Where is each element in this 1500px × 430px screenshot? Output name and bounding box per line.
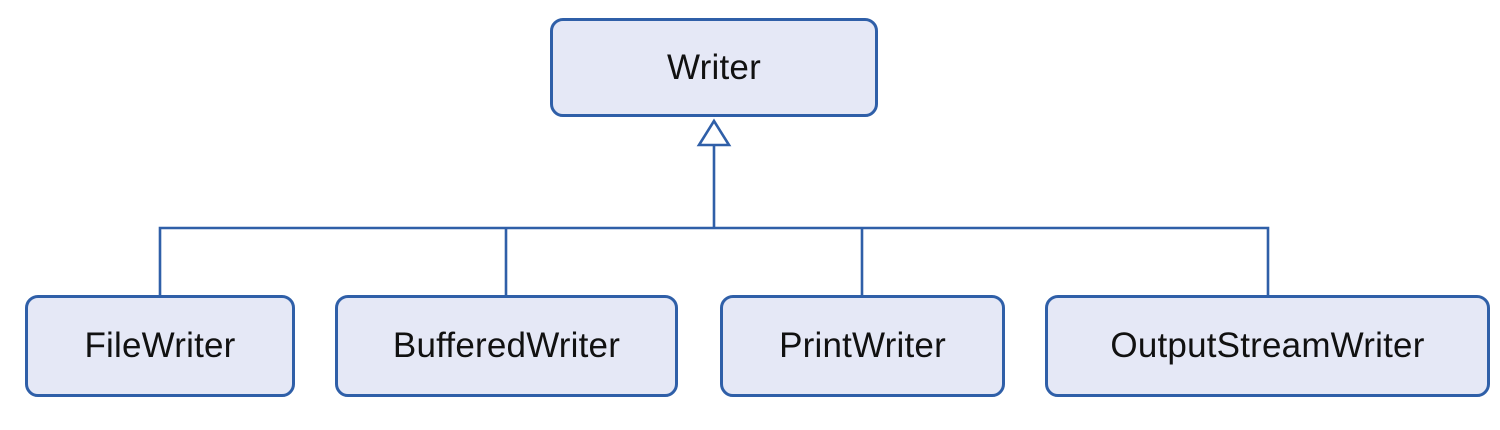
node-writer-label: Writer [667, 47, 761, 87]
connector-rail [158, 226, 1270, 295]
node-bufferedwriter-label: BufferedWriter [392, 326, 621, 365]
node-printwriter-label: PrintWriter [779, 326, 946, 365]
node-printwriter: PrintWriter [720, 295, 1005, 397]
node-bufferedwriter: BufferedWriter [335, 295, 678, 397]
node-filewriter-label: FileWriter [84, 326, 236, 365]
node-filewriter: FileWriter [25, 295, 295, 397]
node-outputstreamwriter: OutputStreamWriter [1045, 295, 1490, 397]
node-writer: Writer [550, 18, 878, 117]
inheritance-triangle-icon [696, 118, 732, 147]
node-outputstreamwriter-label: OutputStreamWriter [1110, 326, 1425, 365]
